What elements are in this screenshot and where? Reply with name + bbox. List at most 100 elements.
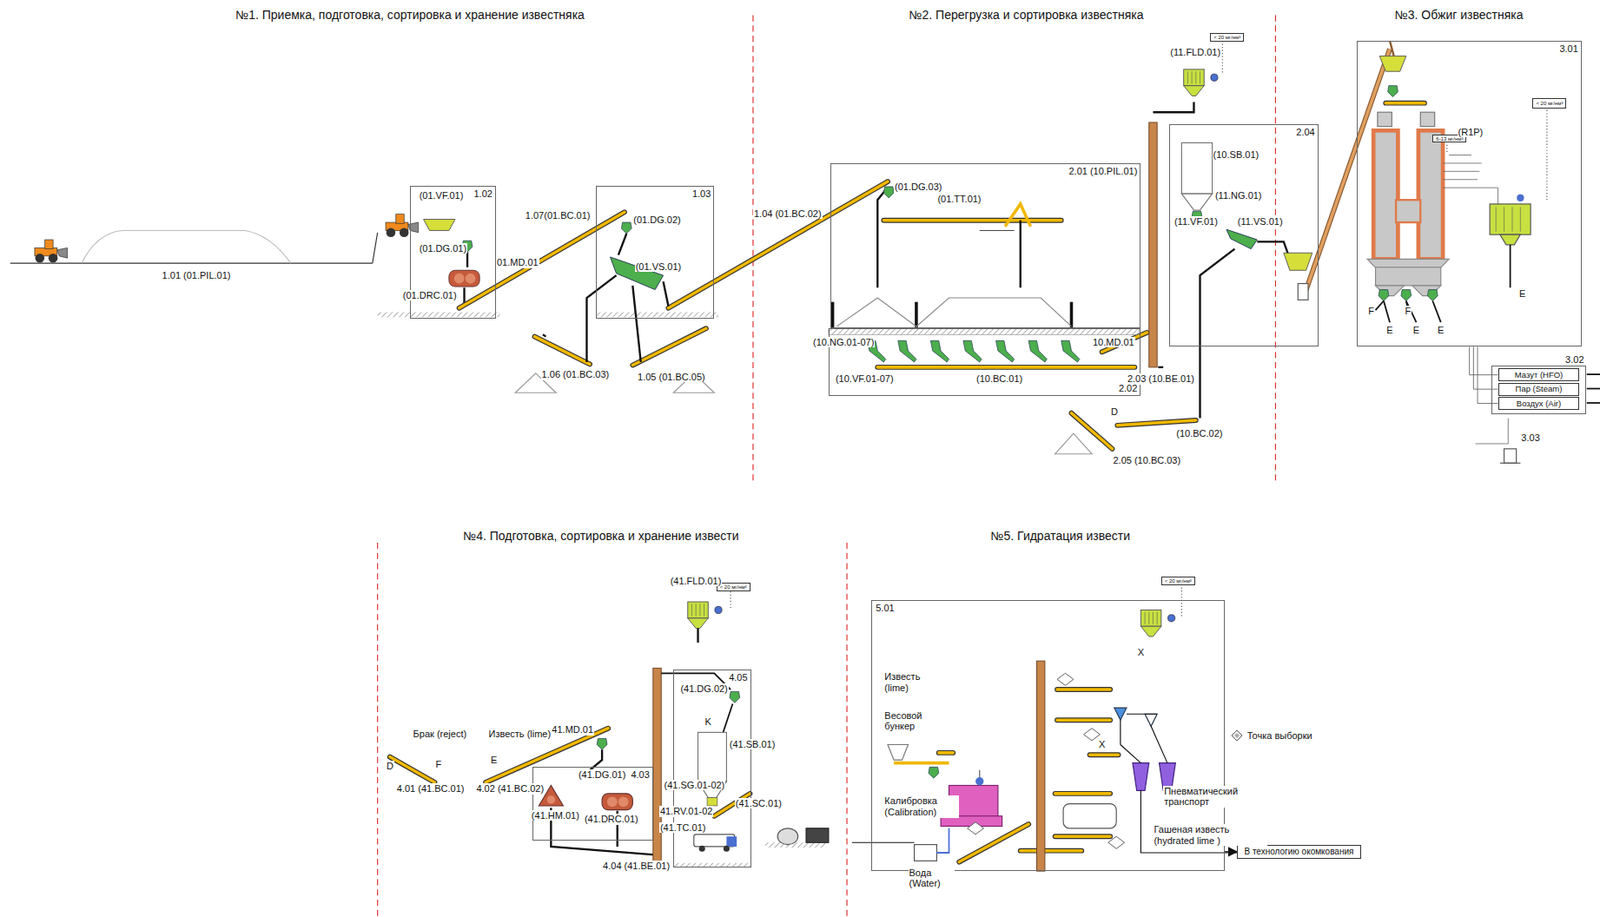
text-box: < 20 мг/нм³ (1209, 33, 1244, 43)
tag-label: (01.DG.02) (632, 214, 681, 226)
tag-label: Весовой бункер (883, 710, 946, 733)
tag-label: Пневматический транспорт (1163, 786, 1253, 808)
tag-label: (01.TT.01) (936, 193, 982, 205)
tag-label: (41.SG.01-02) (663, 780, 727, 792)
section-title: №2. Перегрузка и сортировка известняка (908, 7, 1145, 22)
tag-label: (41.DG.02) (679, 683, 728, 695)
tag-label: (10.BC.02) (1175, 428, 1224, 440)
area-box: 3.02Мазут (HFO)Пар (Steam)Воздух (Air) (1491, 365, 1586, 415)
section-title: №3. Обжиг известняка (1394, 7, 1525, 22)
tag-label: (10.BC.01) (975, 373, 1024, 385)
tag-label: (11.FLD.01) (1169, 46, 1222, 59)
tag-label: 4.01 (41.BC.01) (396, 783, 466, 795)
tag-label: (41.DG.01) (577, 769, 627, 781)
box-label: < 20 мг/нм³ (1163, 578, 1193, 584)
tag-label: Известь (lime) (883, 671, 945, 694)
tag-label: (11.NG.01) (1214, 190, 1263, 202)
tag-label: E (1385, 324, 1394, 337)
tag-label: (41.HM.01) (530, 810, 581, 822)
area-box: 1.03 (595, 185, 715, 319)
tag-label: 10.MD.01 (1091, 337, 1136, 349)
tag-label: Брак (reject) (412, 728, 476, 741)
box-label: Мазут (HFO) (1514, 370, 1565, 380)
tag-label: (01.VF.01) (418, 190, 465, 202)
box-label: 2.01 (10.PIL.01) (1067, 165, 1138, 177)
tag-label: (11.VS.01) (1236, 216, 1284, 228)
connector (1477, 346, 1498, 404)
tag-label: 1.06 (01.BC.03) (541, 369, 611, 381)
tag-label: 41.MD.01 (550, 724, 595, 736)
text-box: Воздух (Air) (1498, 396, 1581, 410)
sample-point-symbol (1230, 729, 1243, 742)
tag-label: (41.SB.01) (728, 739, 777, 751)
tag-label: Гашеная известь (hydrated lime ) (1152, 824, 1267, 847)
legend-label: Точка выборки (1246, 730, 1314, 742)
tag-label: E (1412, 324, 1421, 337)
tag-label: (01.DG.01) (418, 243, 468, 255)
area-box: 3.01< 20 мг/нм³6-13 мг/нм³ (1356, 40, 1581, 347)
box-label: 1.03 (691, 188, 712, 199)
box-label: 3.02 (1564, 354, 1585, 365)
tag-label: (10.VF.01-07) (834, 373, 895, 385)
tag-label: X (1137, 647, 1145, 659)
section-title: №4. Подготовка, сортировка и хранение из… (462, 528, 740, 543)
text-box: < 20 мг/нм³ (1161, 576, 1196, 587)
tag-label: F (434, 759, 443, 771)
box-label: 2.02 (1117, 383, 1138, 394)
tag-label: E (489, 754, 498, 767)
box-label: 3.01 (1558, 43, 1579, 54)
tag-label: E (1436, 324, 1445, 337)
tag-label: F (1403, 305, 1412, 318)
tag-label: Известь (lime) (488, 728, 554, 741)
tag-label: 1.04 (01.BC.02) (753, 208, 823, 220)
tag-label: (10.NG.01-07) (812, 337, 875, 349)
section-title: №5. Гидратация извести (990, 528, 1132, 543)
box-label: 4.03 (629, 769, 650, 781)
tag-label: (01.VS.01) (634, 261, 683, 273)
tag-label: (41.DRC.01) (583, 813, 640, 826)
tag-label: 1.05 (01.BC.05) (636, 371, 707, 384)
area-box: 2.01 (10.PIL.01) (830, 163, 1141, 329)
tag-label: Калибровка (Calibration) (883, 795, 959, 818)
tag-label: 4.02 (41.BC.02) (475, 783, 545, 795)
tag-label: X (1097, 739, 1106, 751)
box-label: 2.04 (1295, 126, 1316, 138)
tag-label: (R1P) (1457, 126, 1485, 139)
box-label: < 20 мг/нм³ (719, 584, 748, 590)
tag-label: E (1518, 288, 1527, 300)
box-label: 5.01 (874, 602, 895, 614)
tag-label: Вода (Water) (908, 867, 956, 890)
tag-label: (11.VF.01) (1173, 216, 1219, 228)
connector (1224, 851, 1237, 853)
text-box: Мазут (HFO) (1498, 368, 1581, 382)
tag-label: 41.RV.01-02 (659, 806, 715, 818)
box-label: Пар (Steam) (1514, 384, 1564, 394)
section-title: №1. Приемка, подготовка, сортировка и хр… (234, 7, 586, 22)
tag-label: (41.TC.01) (659, 822, 708, 834)
tag-label: K (704, 716, 713, 728)
tag-label: (01.DRC.01) (402, 290, 458, 302)
text-box: В технологию окомкования (1236, 845, 1362, 860)
tag-label: (41.SC.01) (734, 798, 783, 810)
area-box: 4.05 (673, 669, 751, 868)
box-label: 4.05 (727, 672, 748, 683)
tag-label: (10.SB.01) (1212, 149, 1261, 161)
tag-label: (01.DG.03) (893, 181, 943, 193)
tag-label: 2.05 (10.BC.03) (1111, 455, 1182, 467)
tag-label: D (385, 760, 395, 773)
tag-label: F (1367, 305, 1376, 318)
connector (1473, 346, 1498, 390)
tag-label: 2.03 (10.BE.01) (1126, 373, 1196, 385)
tag-label: D (1110, 406, 1119, 418)
box-label: Воздух (Air) (1515, 399, 1562, 409)
box-label: В технологию окомкования (1242, 847, 1355, 857)
box-label: 1.02 (472, 188, 493, 199)
box-label: < 20 мг/нм³ (1534, 100, 1564, 106)
text-box: < 20 мг/нм³ (1532, 98, 1567, 109)
tag-label: 3.03 (1520, 432, 1541, 444)
tag-label: 1.01 (01.PIL.01) (161, 270, 232, 282)
box-label: < 20 мг/нм³ (1212, 34, 1242, 40)
tag-label: 1.07(01.BC.01) (524, 210, 592, 222)
